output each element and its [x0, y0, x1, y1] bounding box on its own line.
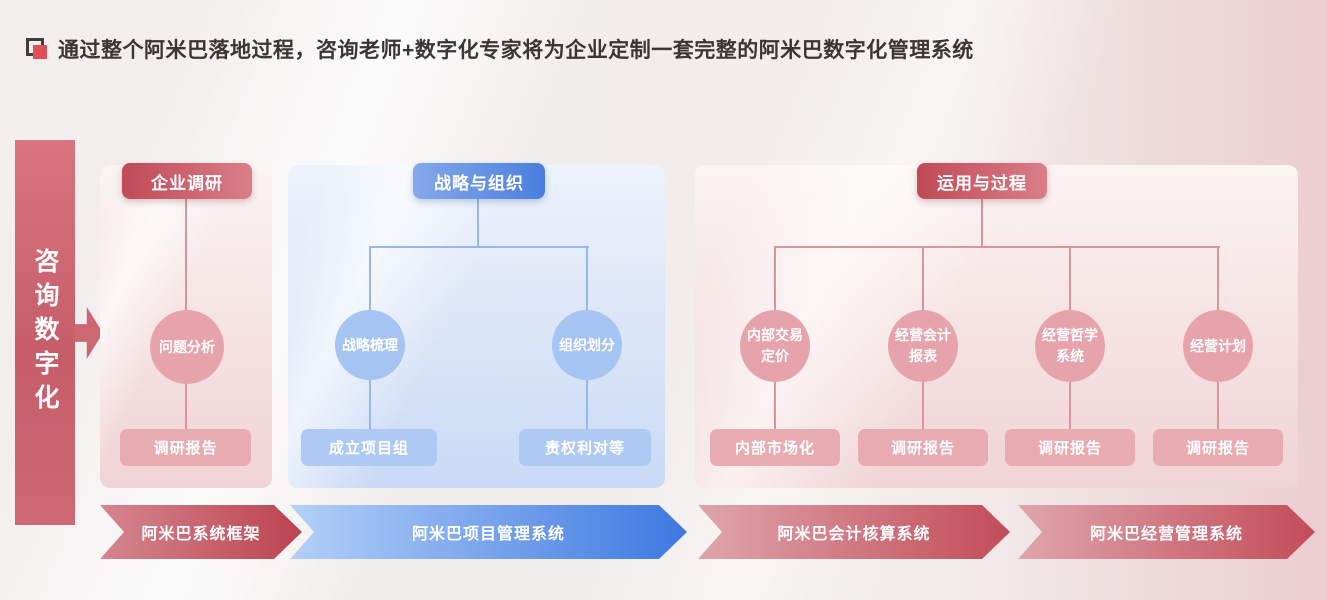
badge-strategy-organization: 战略与组织 [413, 163, 545, 199]
badge-enterprise-research: 企业调研 [122, 163, 252, 199]
connector [185, 383, 187, 430]
flow-arrow-amoeba-operation-management: 阿米巴经营管理系统 [1018, 505, 1315, 559]
overlapping-squares-icon [26, 38, 50, 62]
title-row: 通过整个阿米巴落地过程，咨询老师+数字化专家将为企业定制一套完整的阿米巴数字化管… [0, 0, 1327, 80]
connector [922, 380, 924, 430]
page-title: 通过整个阿米巴落地过程，咨询老师+数字化专家将为企业定制一套完整的阿米巴数字化管… [58, 39, 974, 62]
node-circle: 内部交易 定价 [740, 310, 810, 382]
connector [1217, 247, 1219, 311]
consulting-digitalization-banner: 咨询数字化 [15, 140, 75, 525]
banner-label: 咨询数字化 [31, 247, 59, 418]
connector [1069, 380, 1071, 430]
connector [922, 247, 924, 311]
node-circle: 经营会计 报表 [888, 310, 958, 382]
node-box: 内部市场化 [710, 429, 840, 466]
badge-application-process: 运用与过程 [917, 163, 1047, 199]
connector [774, 246, 1220, 248]
connector [586, 379, 588, 430]
node-circle: 战略梳理 [335, 310, 405, 380]
node-box: 调研报告 [1153, 429, 1283, 466]
node-circle: 经营哲学 系统 [1035, 310, 1105, 382]
connector [981, 198, 983, 248]
node-circle: 问题分析 [150, 310, 224, 384]
connector [369, 247, 371, 311]
connector [369, 379, 371, 430]
node-circle: 经营计划 [1183, 310, 1253, 382]
node-box: 调研报告 [120, 429, 251, 466]
node-box: 调研报告 [858, 429, 988, 466]
square-fill-icon [33, 45, 47, 59]
connector [185, 198, 187, 311]
connector [774, 380, 776, 430]
connector [1217, 380, 1219, 430]
connector [586, 247, 588, 311]
banner-right-arrow-icon [75, 307, 103, 359]
flow-arrow-amoeba-accounting: 阿米巴会计核算系统 [698, 505, 1010, 559]
flow-arrow-amoeba-system-framework: 阿米巴系统框架 [100, 505, 302, 559]
connector [774, 247, 776, 311]
connector [369, 246, 589, 248]
flow-arrow-amoeba-project-management: 阿米巴项目管理系统 [290, 505, 687, 559]
node-circle: 组织划分 [552, 310, 622, 380]
connector [1069, 247, 1071, 311]
node-box: 调研报告 [1005, 429, 1135, 466]
node-box: 成立项目组 [301, 429, 437, 466]
connector [477, 199, 479, 248]
node-box: 责权利对等 [519, 429, 651, 466]
